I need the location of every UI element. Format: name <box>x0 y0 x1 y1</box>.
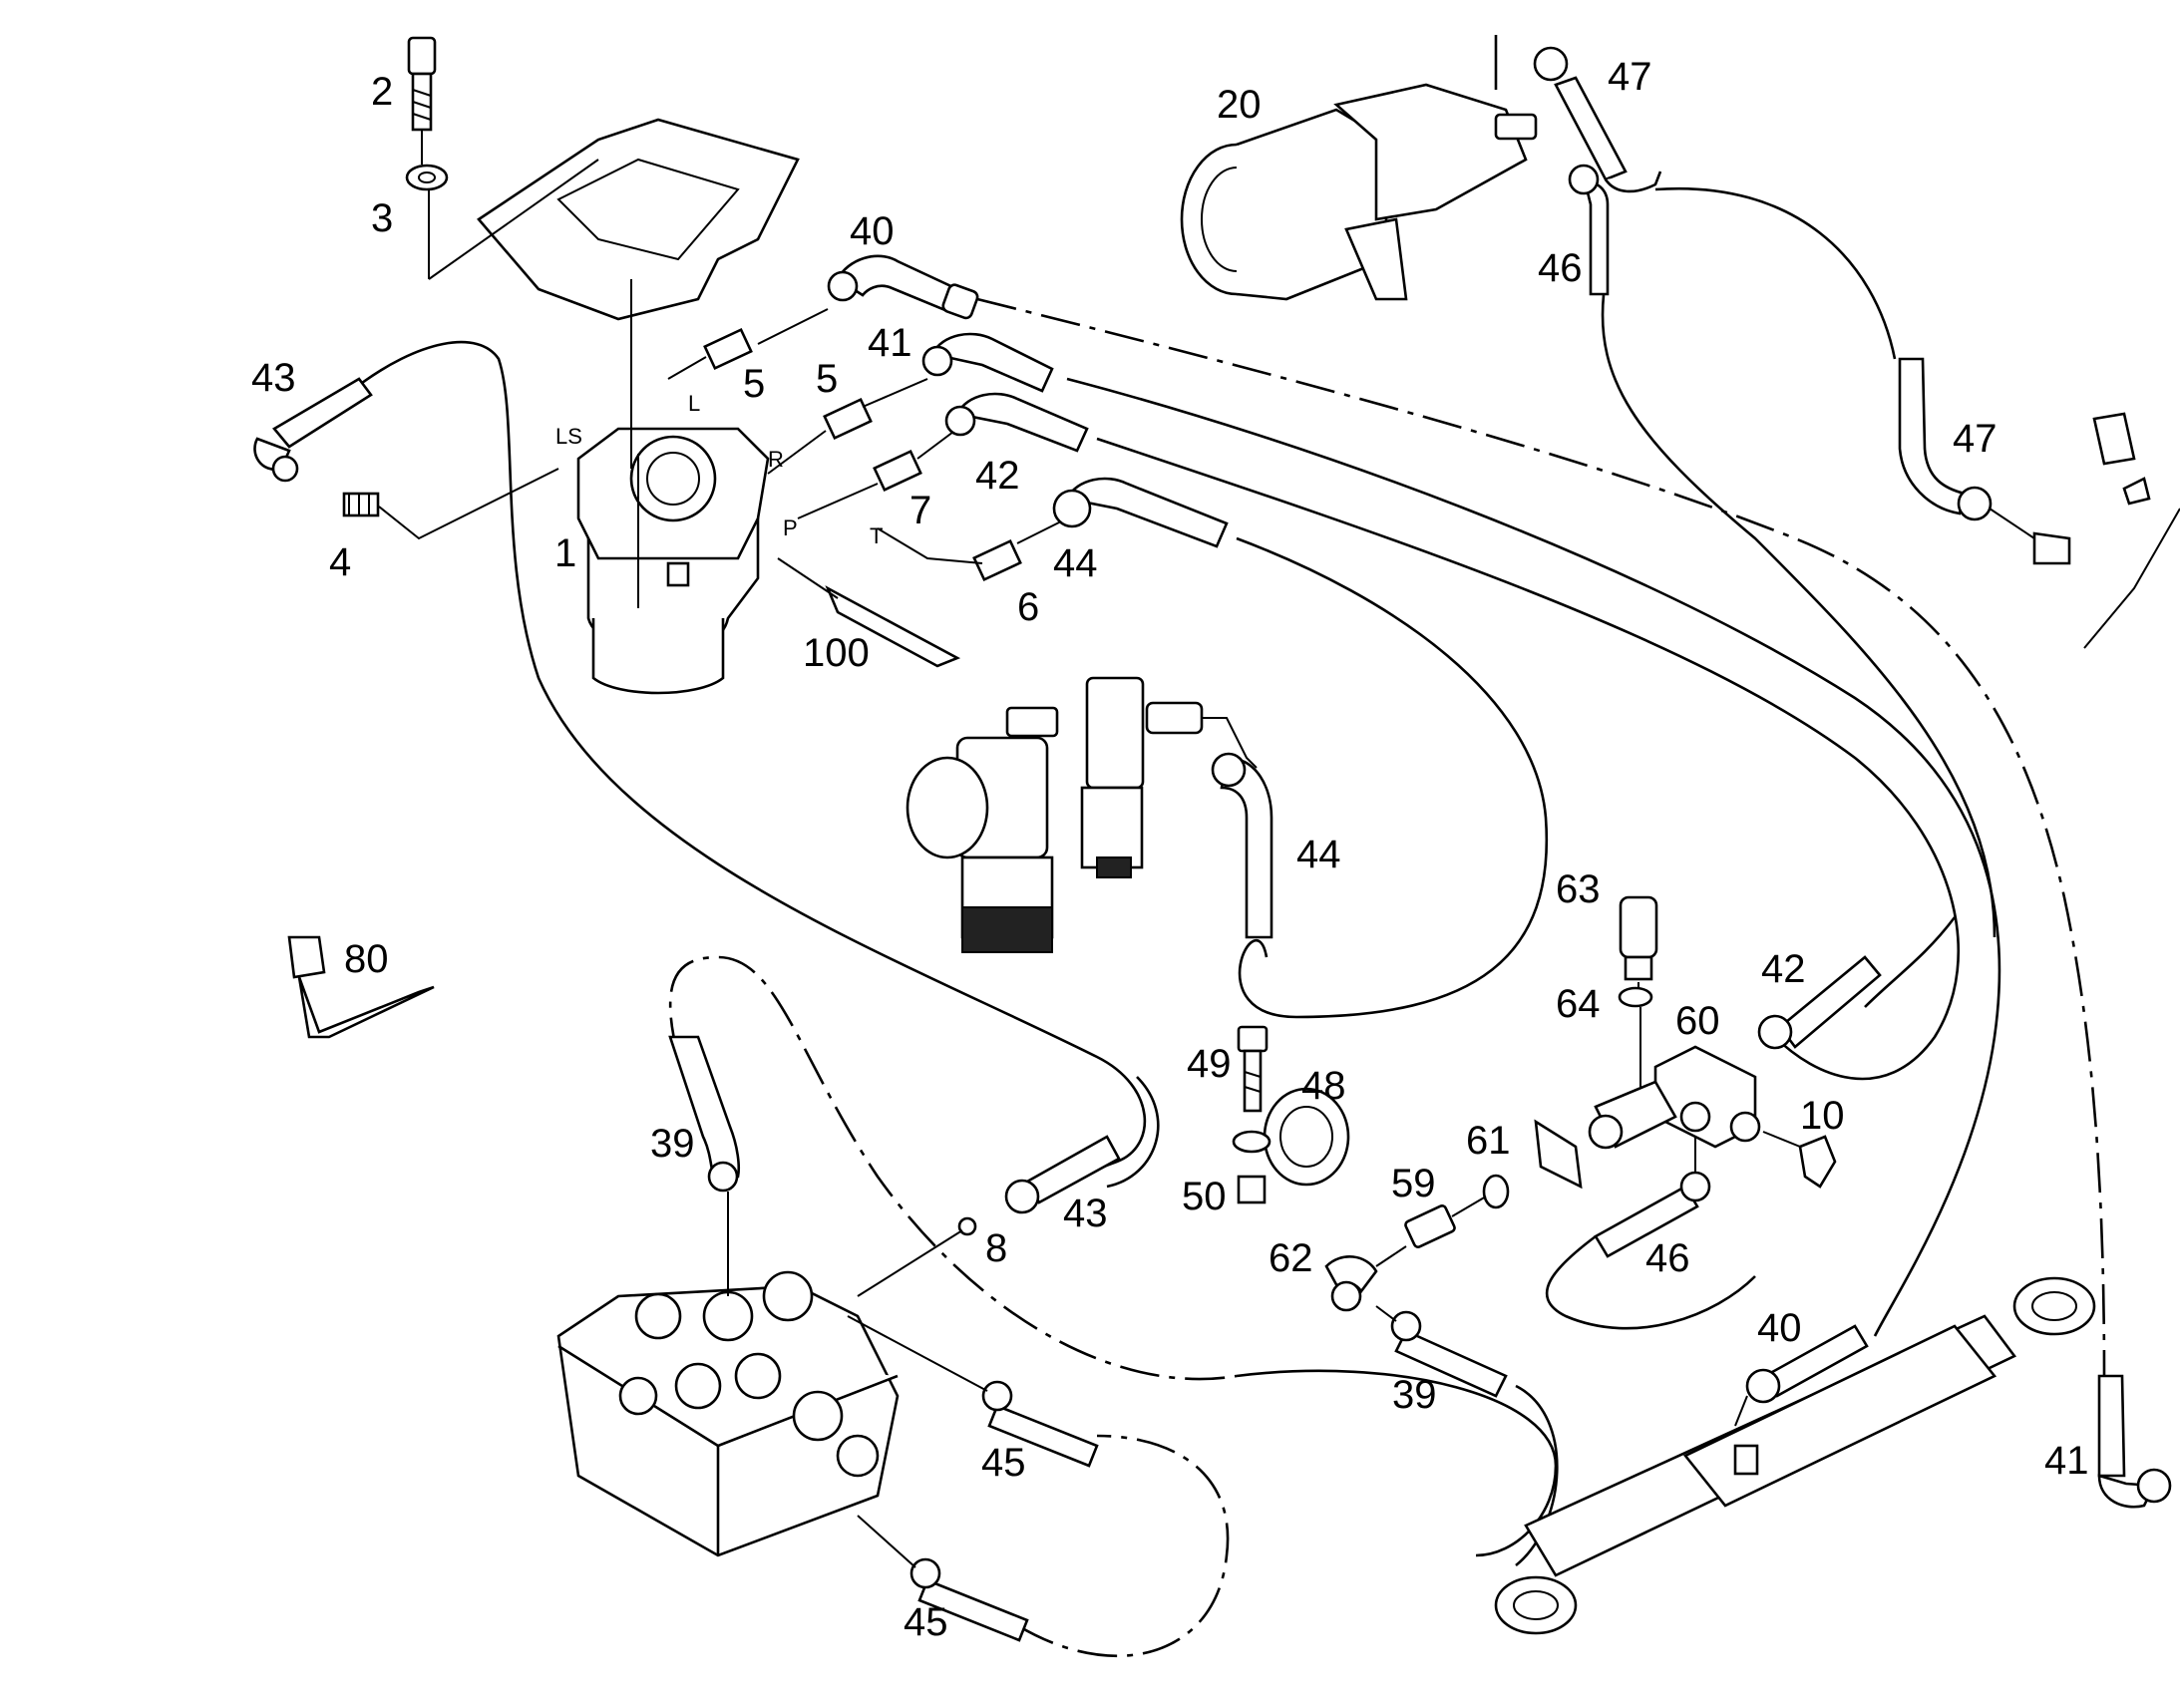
callout-43: 43 <box>251 356 296 400</box>
callout-46-b: 46 <box>1645 1236 1690 1280</box>
hose-routing-lines <box>353 35 2106 1658</box>
hose-43-upper <box>253 377 373 483</box>
bolt-2 <box>407 36 437 165</box>
callout-48: 48 <box>1301 1064 1346 1108</box>
valve-block-60 <box>1588 1045 1761 1150</box>
callout-64: 64 <box>1556 982 1601 1026</box>
hose-45-upper <box>847 1315 1099 1468</box>
callout-41-b: 41 <box>2044 1439 2089 1483</box>
hose-46-lower <box>1594 1137 1711 1258</box>
tool-100 <box>777 557 961 668</box>
fitting-59 <box>1404 1196 1487 1248</box>
washer-61 <box>1482 1174 1510 1209</box>
callout-47-b: 47 <box>1953 417 1998 461</box>
callout-41: 41 <box>868 321 912 365</box>
callout-45-b: 45 <box>904 1600 948 1644</box>
pump-motor-20 <box>1180 83 1538 301</box>
port-t: T <box>870 523 883 548</box>
callout-40: 40 <box>850 209 895 253</box>
callout-80: 80 <box>344 937 389 981</box>
hose-45-lower <box>857 1515 1029 1642</box>
callout-46-a: 46 <box>1538 246 1583 290</box>
hose-44-center <box>1211 752 1273 939</box>
fitting-4 <box>342 468 559 540</box>
port-l: L <box>688 391 700 416</box>
sensor-10 <box>1762 1131 1837 1189</box>
callout-10: 10 <box>1800 1094 1845 1138</box>
hose-47-top <box>1533 46 1662 193</box>
hose-40-upper <box>827 254 979 320</box>
elbow-62 <box>1324 1245 1407 1312</box>
fitting-5-left <box>667 308 829 380</box>
plate-61 <box>1534 1119 1583 1190</box>
port-p: P <box>783 515 798 540</box>
port-ls: LS <box>555 424 582 449</box>
fitting-7 <box>797 428 958 519</box>
callout-6: 6 <box>1017 585 1039 629</box>
callout-49: 49 <box>1187 1042 1232 1086</box>
washer-3 <box>405 164 449 279</box>
callout-5-a: 5 <box>743 362 765 406</box>
ring-8 <box>857 1216 977 1297</box>
callout-8: 8 <box>985 1226 1007 1270</box>
callout-60: 60 <box>1675 999 1720 1043</box>
mounting-plate <box>428 118 800 321</box>
hose-39-right <box>1375 1305 1508 1398</box>
bolt-49 <box>1237 1025 1269 1113</box>
bracket-80 <box>287 935 435 1039</box>
callout-40-b: 40 <box>1757 1306 1802 1350</box>
fitting-5-right <box>767 378 928 475</box>
hose-47-right <box>1898 357 2071 565</box>
callout-numbers: 2 3 40 41 43 5 5 42 7 44 4 1 6 100 20 47… <box>251 55 2089 1644</box>
bracket-top-right <box>2083 412 2180 649</box>
callout-47-a: 47 <box>1608 55 1652 99</box>
hose-44-upper <box>1052 477 1229 548</box>
callout-2: 2 <box>371 70 393 114</box>
priority-valve-assembly <box>906 676 1258 953</box>
hydraulic-cylinder <box>1494 1276 2096 1635</box>
hose-41-upper <box>921 332 1054 393</box>
callout-50: 50 <box>1182 1175 1227 1218</box>
callout-61: 61 <box>1466 1119 1511 1163</box>
hose-41-lower <box>2097 1374 2172 1509</box>
hose-42-upper <box>944 392 1089 453</box>
callout-100: 100 <box>803 631 870 675</box>
callout-20: 20 <box>1217 83 1262 127</box>
sensor-63 <box>1619 895 1658 987</box>
control-valve-block <box>556 1270 900 1557</box>
hose-39-left <box>668 1035 741 1296</box>
callout-59: 59 <box>1391 1162 1436 1205</box>
hose-42-right <box>1757 955 1882 1050</box>
callout-63: 63 <box>1556 867 1601 911</box>
port-labels: LS L R P T <box>555 391 883 548</box>
callout-45-a: 45 <box>981 1441 1026 1485</box>
callout-62: 62 <box>1269 1236 1313 1280</box>
port-r: R <box>768 447 784 472</box>
callout-39-a: 39 <box>650 1122 695 1166</box>
callout-39-b: 39 <box>1392 1373 1437 1417</box>
hose-40-lower <box>1734 1324 1869 1427</box>
callout-42: 42 <box>975 454 1020 498</box>
callout-3: 3 <box>371 196 393 240</box>
nut-50 <box>1232 1130 1272 1204</box>
callout-4: 4 <box>329 540 351 584</box>
hose-46-top <box>1568 164 1610 296</box>
callout-7: 7 <box>909 489 931 532</box>
callout-42-b: 42 <box>1761 947 1806 991</box>
fitting-6 <box>877 517 1068 582</box>
washer-64 <box>1618 986 1653 1087</box>
callout-5-b: 5 <box>816 357 838 401</box>
callout-44: 44 <box>1053 541 1098 585</box>
steering-unit-1 <box>576 279 770 695</box>
hose-43-lower <box>1004 1135 1121 1214</box>
callout-43-b: 43 <box>1063 1192 1108 1235</box>
callout-1: 1 <box>554 531 576 575</box>
callout-44-b: 44 <box>1296 833 1341 876</box>
